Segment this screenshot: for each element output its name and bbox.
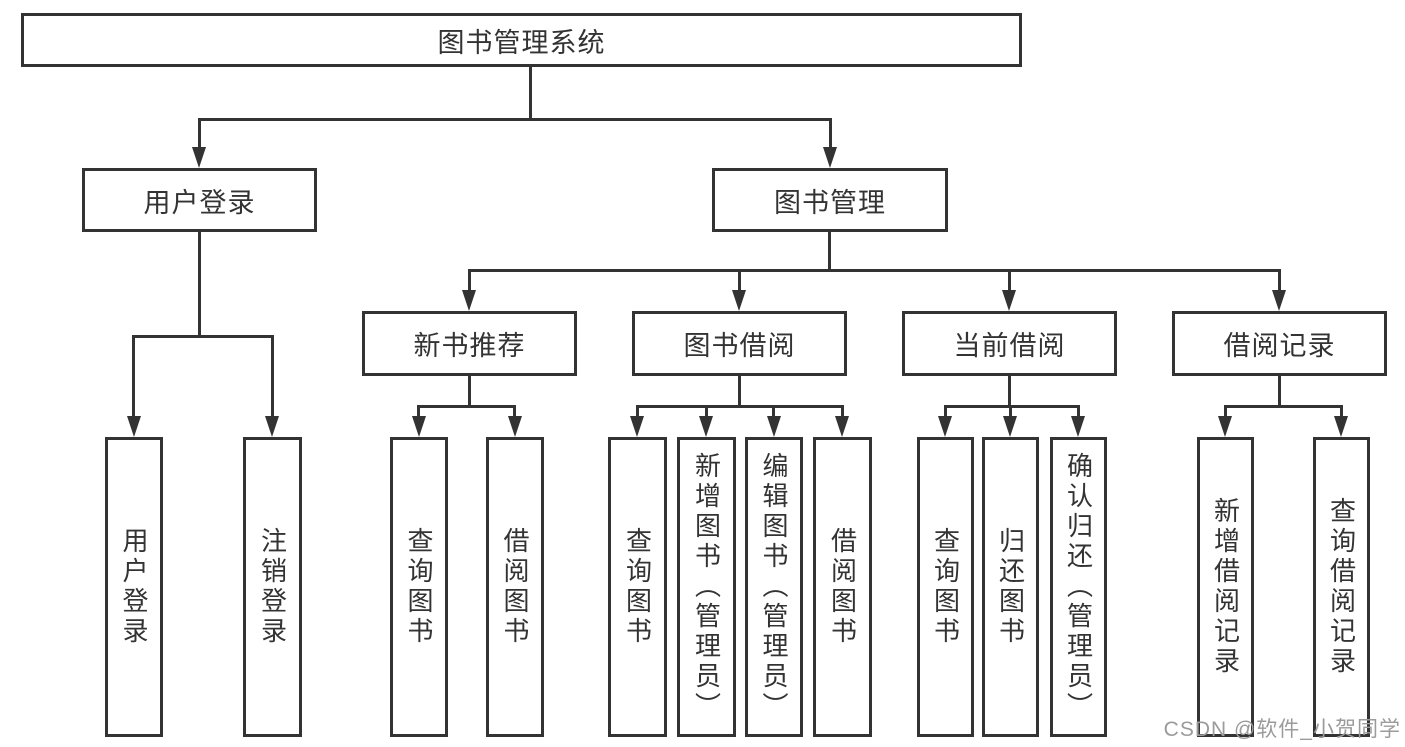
- connector-cb-trunk: [1008, 376, 1011, 405]
- arrowhead-cb-return: [1003, 416, 1017, 437]
- node-library-management-system: 图书管理系统: [21, 13, 1022, 67]
- node-book-management: 图书管理: [712, 168, 948, 232]
- connector-to-leaf-user-login: [132, 335, 135, 419]
- arrowhead-bb-query: [630, 416, 644, 437]
- connector-to-current-borrow: [1008, 269, 1011, 295]
- connector-to-cb-query: [944, 405, 947, 419]
- leaf-logout: 注销登录: [243, 437, 302, 737]
- connector-root-trunk: [529, 67, 532, 118]
- connector-to-br-add: [1224, 405, 1227, 419]
- leaf-bb-borrow-books: 借阅图书: [813, 437, 872, 737]
- connector-to-bb-edit: [772, 405, 775, 419]
- connector-user-login-trunk: [198, 232, 201, 335]
- connector-to-new-book-rec: [468, 269, 471, 295]
- leaf-br-query-record: 查询借阅记录: [1313, 437, 1370, 737]
- connector-to-leaf-logout: [271, 335, 274, 419]
- connector-to-rec-query: [417, 405, 420, 419]
- connector-to-bb-borrow: [841, 405, 844, 419]
- leaf-user-login: 用户登录: [105, 437, 163, 737]
- connector-to-book-management: [829, 118, 832, 150]
- arrowhead-bb-add: [699, 416, 713, 437]
- arrowhead-rec-borrow: [508, 416, 522, 437]
- connector-to-cb-confirm: [1077, 405, 1080, 419]
- connector-br-trunk: [1278, 376, 1281, 405]
- node-borrowing-record: 借阅记录: [1172, 311, 1387, 376]
- leaf-cb-return-books: 归还图书: [982, 437, 1039, 737]
- node-new-book-recommendation: 新书推荐: [362, 311, 577, 376]
- arrowhead-bb-borrow: [835, 416, 849, 437]
- node-current-borrowing: 当前借阅: [902, 311, 1117, 376]
- connector-to-book-borrow: [738, 269, 741, 295]
- leaf-br-add-record: 新增借阅记录: [1197, 437, 1254, 737]
- leaf-bb-query-books: 查询图书: [608, 437, 667, 737]
- connector-br-bar: [1224, 405, 1343, 408]
- connector-to-rec-borrow: [513, 405, 516, 419]
- node-user-login: 用户登录: [82, 168, 317, 232]
- leaf-bb-add-books-admin: 新增图书（管理员）: [677, 437, 736, 737]
- arrowhead-bb-edit: [767, 416, 781, 437]
- arrowhead-user-login: [192, 147, 206, 168]
- arrowhead-new-book-rec: [462, 290, 476, 311]
- leaf-bb-edit-books-admin: 编辑图书（管理员）: [745, 437, 803, 737]
- arrowhead-book-borrow: [732, 290, 746, 311]
- leaf-cb-confirm-return-admin: 确认归还（管理员）: [1050, 437, 1107, 737]
- leaf-rec-borrow-books: 借阅图书: [486, 437, 544, 737]
- arrowhead-borrow-record: [1272, 290, 1286, 311]
- connector-to-br-query: [1340, 405, 1343, 419]
- connector-to-bb-add: [705, 405, 708, 419]
- connector-to-user-login: [198, 118, 201, 150]
- arrowhead-cb-confirm: [1071, 416, 1085, 437]
- connector-bb-bar: [637, 405, 844, 408]
- leaf-rec-query-books: 查询图书: [390, 437, 448, 737]
- connector-user-login-bar: [133, 335, 274, 338]
- connector-root-bar: [198, 118, 832, 121]
- arrowhead-leaf-user-login: [127, 416, 141, 437]
- connector-book-mgmt-bar: [468, 269, 1281, 272]
- node-book-borrowing: 图书借阅: [632, 311, 847, 376]
- watermark: CSDN @软件_小贺同学: [1163, 718, 1401, 741]
- connector-book-mgmt-trunk: [828, 232, 831, 269]
- arrowhead-rec-query: [412, 416, 426, 437]
- arrowhead-cb-query: [938, 416, 952, 437]
- connector-to-cb-return: [1009, 405, 1012, 419]
- arrowhead-br-query: [1334, 416, 1348, 437]
- connector-to-borrow-record: [1278, 269, 1281, 295]
- arrowhead-book-management: [823, 147, 837, 168]
- arrowhead-leaf-logout: [265, 416, 279, 437]
- arrowhead-current-borrow: [1002, 290, 1016, 311]
- connector-bb-trunk: [738, 376, 741, 405]
- connector-rec-trunk: [468, 376, 471, 405]
- connector-rec-bar: [418, 405, 516, 408]
- arrowhead-br-add: [1218, 416, 1232, 437]
- connector-to-bb-query: [636, 405, 639, 419]
- leaf-cb-query-books: 查询图书: [917, 437, 974, 737]
